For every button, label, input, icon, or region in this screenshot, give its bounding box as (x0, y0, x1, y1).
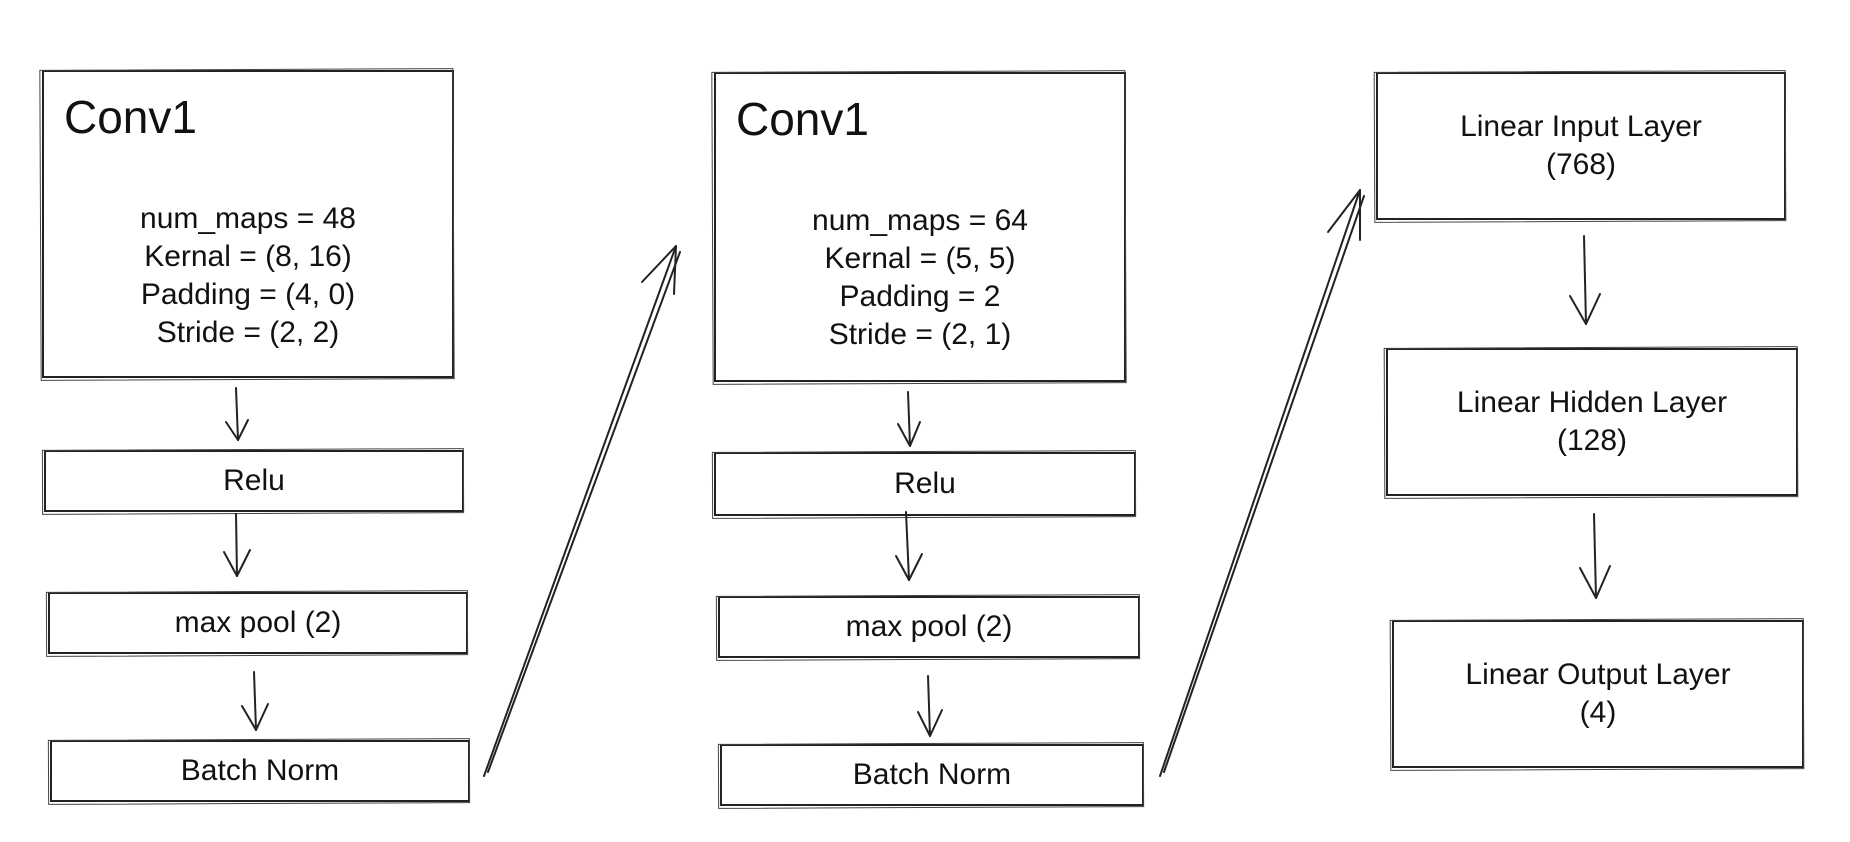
conv1-params: num_maps = 48 Kernal = (8, 16) Padding =… (44, 200, 452, 352)
param-kernel: Kernal = (5, 5) (824, 242, 1016, 275)
param-padding: Padding = (4, 0) (140, 278, 356, 311)
down-arrow (895, 511, 923, 581)
diagonal-arrow (483, 245, 681, 777)
down-arrow (241, 671, 269, 731)
conv1-box-stage2: Conv1 num_maps = 64 Kernal = (5, 5) Padd… (714, 72, 1126, 382)
conv1-title: Conv1 (64, 91, 197, 143)
down-arrow (1579, 513, 1611, 599)
diagonal-arrow (1159, 189, 1365, 777)
linear-hidden-label: Linear Hidden Layer (128) (1456, 386, 1728, 457)
batchnorm-box-stage1: Batch Norm (50, 740, 470, 802)
param-stride: Stride = (2, 1) (828, 318, 1012, 351)
param-num-maps: num_maps = 48 (140, 202, 356, 235)
param-kernel: Kernal = (8, 16) (144, 240, 352, 273)
linear-output-box: Linear Output Layer (4) (1392, 620, 1804, 768)
maxpool-label: max pool (2) (174, 606, 342, 639)
linear-input-label: Linear Input Layer (768) (1460, 110, 1702, 181)
linear-output-label: Linear Output Layer (4) (1465, 658, 1731, 729)
down-arrow (897, 391, 921, 447)
param-padding: Padding = 2 (839, 280, 1001, 313)
linear-hidden-box: Linear Hidden Layer (128) (1386, 348, 1798, 496)
relu-label: Relu (223, 464, 285, 497)
down-arrow (1569, 235, 1601, 325)
param-stride: Stride = (2, 2) (156, 316, 340, 349)
batchnorm-label: Batch Norm (852, 758, 1012, 791)
conv1-params: num_maps = 64 Kernal = (5, 5) Padding = … (716, 202, 1124, 354)
param-num-maps: num_maps = 64 (812, 204, 1028, 237)
linear-input-box: Linear Input Layer (768) (1376, 72, 1786, 220)
down-arrow (917, 675, 943, 737)
relu-box-stage1: Relu (44, 450, 464, 512)
down-arrow (225, 387, 249, 441)
batchnorm-label: Batch Norm (180, 754, 340, 787)
maxpool-box-stage2: max pool (2) (718, 596, 1140, 658)
batchnorm-box-stage2: Batch Norm (720, 744, 1144, 806)
conv1-box-stage1: Conv1 num_maps = 48 Kernal = (8, 16) Pad… (42, 70, 454, 378)
relu-label: Relu (894, 467, 956, 500)
maxpool-box-stage1: max pool (2) (48, 592, 468, 654)
relu-box-stage2: Relu (714, 452, 1136, 516)
down-arrow (223, 513, 251, 577)
conv1-title: Conv1 (736, 93, 869, 145)
maxpool-label: max pool (2) (845, 610, 1013, 643)
